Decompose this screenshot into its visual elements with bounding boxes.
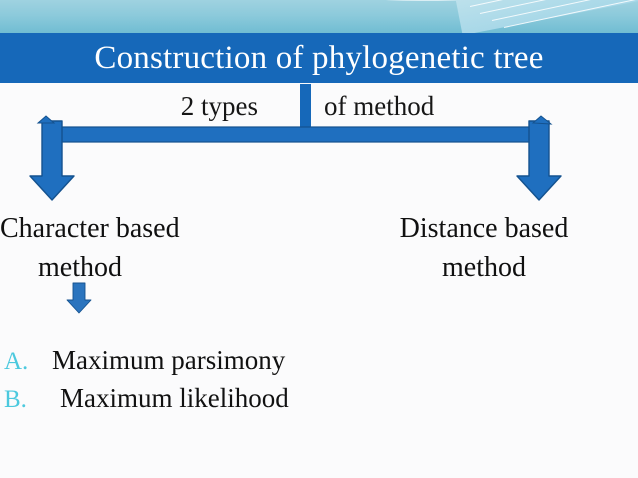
branch-label-character-based: Character based method xyxy=(0,210,300,287)
list-label-a: Maximum parsimony xyxy=(52,345,286,375)
branch-right-line1: Distance based xyxy=(399,213,569,244)
list-item: A. Maximum parsimony xyxy=(0,345,480,383)
arrow-down-left-icon xyxy=(29,120,75,201)
list-marker-b: B. xyxy=(4,386,27,413)
branch-right-line2: method xyxy=(442,251,526,283)
branch-left-line2: method xyxy=(38,251,122,283)
list-label-b: Maximum likelihood xyxy=(60,383,289,413)
arrow-down-small-icon xyxy=(66,282,92,314)
subtitle-row: 2 types of method xyxy=(0,84,638,128)
horizontal-connector-bar xyxy=(51,126,540,143)
arrow-down-right-icon xyxy=(516,120,562,201)
connector-stem xyxy=(300,84,311,134)
branch-label-distance-based: Distance based method xyxy=(330,210,638,287)
top-decorative-band xyxy=(0,0,638,34)
subtitle-left-text: 2 types xyxy=(180,90,258,121)
methods-list: A. Maximum parsimony B. Maximum likeliho… xyxy=(0,345,480,421)
subtitle-right-text: of method xyxy=(324,90,435,121)
list-marker-a: A. xyxy=(4,348,29,375)
page-title: Construction of phylogenetic tree xyxy=(94,39,544,76)
slide-title-bar: Construction of phylogenetic tree xyxy=(0,33,638,83)
branch-left-line1: Character based xyxy=(0,213,180,244)
list-item: B. Maximum likelihood xyxy=(0,383,480,421)
